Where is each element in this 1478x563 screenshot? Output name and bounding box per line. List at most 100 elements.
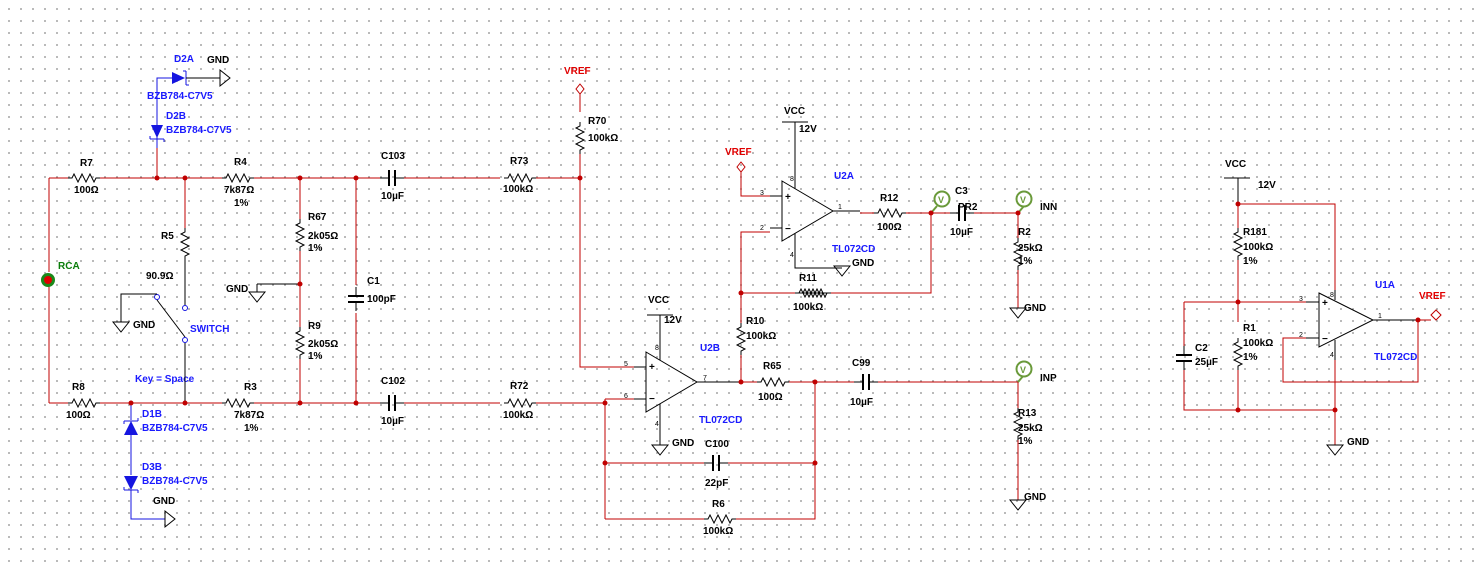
vref-port-2[interactable]: VREF (725, 147, 752, 173)
capacitor-c99[interactable]: C99 10µF (850, 358, 879, 408)
svg-text:GND: GND (153, 496, 175, 507)
svg-text:−: − (1322, 334, 1328, 345)
svg-text:D1B: D1B (142, 409, 162, 420)
svg-text:TL072CD: TL072CD (1374, 352, 1417, 363)
svg-text:R4: R4 (234, 157, 247, 168)
resistor-r4[interactable]: R4 7k87Ω 1% (221, 157, 255, 209)
svg-text:6: 6 (624, 393, 628, 400)
svg-text:+: + (649, 362, 655, 373)
resistor-r6[interactable]: R6 100kΩ (703, 499, 737, 537)
svg-text:BZB784-C7V5: BZB784-C7V5 (147, 91, 213, 102)
svg-text:100pF: 100pF (367, 294, 396, 305)
svg-text:TL072CD: TL072CD (832, 244, 875, 255)
svg-text:100Ω: 100Ω (877, 222, 902, 233)
capacitor-c1[interactable]: C1 100pF (347, 276, 396, 312)
vcc-u1a: VCC 12V (1224, 159, 1276, 204)
svg-text:8: 8 (1330, 292, 1334, 299)
svg-text:C1: C1 (367, 276, 380, 287)
svg-text:2: 2 (760, 225, 764, 232)
capacitor-c103[interactable]: C103 10µF (379, 151, 405, 202)
svg-text:SWITCH: SWITCH (190, 324, 229, 335)
svg-text:R2: R2 (1018, 227, 1031, 238)
switch[interactable]: SWITCH Key = Space (120, 293, 229, 385)
svg-text:−: − (649, 394, 655, 405)
resistor-r8[interactable]: R8 100Ω (66, 382, 101, 421)
svg-text:7k87Ω: 7k87Ω (234, 410, 264, 421)
svg-text:100kΩ: 100kΩ (1243, 242, 1273, 253)
opamp-u2a[interactable]: + − 3 2 1 8 4 U2A TL072CD (760, 135, 875, 269)
svg-text:4: 4 (790, 252, 794, 259)
opamp-u2b[interactable]: + − 5 6 7 8 4 U2B TL072CD (624, 330, 742, 445)
vref-port-out[interactable]: VREF (1419, 291, 1446, 321)
opamp-u1a[interactable]: + − 3 2 1 8 4 U1A TL072CD (1299, 280, 1418, 363)
rca-connector[interactable]: RCA (41, 261, 80, 287)
probe-u2a-out[interactable]: V (930, 190, 951, 214)
capacitor-c102[interactable]: C102 10µF (379, 376, 405, 427)
svg-text:1: 1 (838, 204, 842, 211)
gnd-u1a: GND (1325, 437, 1369, 456)
svg-text:INN: INN (1040, 202, 1057, 213)
svg-text:1%: 1% (308, 243, 323, 254)
resistor-r13[interactable]: R13 25kΩ 1% (1013, 407, 1043, 447)
svg-text:4: 4 (655, 421, 659, 428)
svg-text:100Ω: 100Ω (758, 392, 783, 403)
resistor-r1[interactable]: R1 100kΩ 1% (1233, 323, 1273, 371)
svg-text:D2B: D2B (166, 111, 186, 122)
capacitor-c100[interactable]: C100 22pF (703, 439, 729, 489)
svg-text:GND: GND (1024, 303, 1046, 314)
svg-text:100kΩ: 100kΩ (1243, 338, 1273, 349)
svg-text:R72: R72 (510, 381, 529, 392)
resistor-r12[interactable]: R12 100Ω (873, 193, 907, 233)
svg-text:100Ω: 100Ω (74, 185, 99, 196)
svg-text:GND: GND (1024, 492, 1046, 503)
resistor-r9[interactable]: R9 2k05Ω 1% (295, 321, 338, 362)
capacitor-c2[interactable]: C2 25µF (1175, 343, 1218, 371)
u1a-section: VCC 12V R181 100kΩ 1% R1 100kΩ 1% C2 25µ… (1175, 159, 1446, 456)
svg-text:R13: R13 (1018, 408, 1037, 419)
resistor-r72[interactable]: R72 100kΩ (503, 381, 537, 421)
resistor-r2[interactable]: R2 25kΩ 1% (1013, 227, 1043, 271)
svg-text:VCC: VCC (1225, 159, 1246, 170)
zener-diode-d2b[interactable]: D2B BZB784-C7V5 (149, 111, 232, 148)
svg-text:C100: C100 (705, 439, 729, 450)
svg-text:BZB784-C7V5: BZB784-C7V5 (142, 476, 208, 487)
svg-text:12V: 12V (1258, 180, 1276, 191)
svg-text:7k87Ω: 7k87Ω (224, 185, 254, 196)
resistor-r10[interactable]: R10 100kΩ (736, 316, 776, 356)
resistor-r70[interactable]: R70 100kΩ (575, 116, 618, 155)
svg-text:3: 3 (760, 190, 764, 197)
resistor-r7[interactable]: R7 100Ω (67, 158, 101, 196)
capacitor-c3[interactable]: C3 10µF (949, 186, 975, 238)
probe-inp[interactable]: V INP (1015, 360, 1058, 385)
resistor-r73[interactable]: R73 100kΩ (503, 156, 537, 195)
svg-text:R1: R1 (1243, 323, 1256, 334)
svg-text:C99: C99 (852, 358, 871, 369)
svg-text:R8: R8 (72, 382, 85, 393)
svg-text:GND: GND (672, 438, 694, 449)
zener-diode-d2a[interactable]: D2A BZB784-C7V5 (147, 54, 220, 102)
zener-diode-d1b[interactable]: D1B BZB784-C7V5 (123, 409, 208, 475)
resistor-r3[interactable]: R3 7k87Ω 1% (221, 382, 264, 434)
svg-text:1%: 1% (234, 198, 249, 209)
resistor-r181[interactable]: R181 100kΩ 1% (1233, 227, 1273, 267)
svg-text:2: 2 (1299, 332, 1303, 339)
probe-inn[interactable]: V INN (1015, 190, 1058, 214)
svg-text:D3B: D3B (142, 462, 162, 473)
svg-text:R7: R7 (80, 158, 93, 169)
resistor-r5[interactable]: R5 90.9Ω (146, 227, 190, 282)
svg-text:R73: R73 (510, 156, 529, 167)
resistor-r65[interactable]: R65 100Ω (756, 361, 790, 403)
vref-port-1[interactable]: VREF (564, 66, 591, 95)
svg-text:R5: R5 (161, 231, 174, 242)
vcc-u2a: VCC 12V (782, 106, 817, 135)
svg-text:1%: 1% (1018, 436, 1033, 447)
resistor-r67[interactable]: R67 2k05Ω 1% (295, 212, 338, 254)
svg-text:R9: R9 (308, 321, 321, 332)
svg-text:GND: GND (226, 284, 248, 295)
svg-text:1%: 1% (1018, 256, 1033, 267)
zener-diode-d3b[interactable]: D3B BZB784-C7V5 (123, 462, 208, 520)
svg-text:V: V (1020, 365, 1026, 375)
gnd-r2: GND (1008, 303, 1046, 319)
svg-text:−: − (785, 224, 791, 235)
